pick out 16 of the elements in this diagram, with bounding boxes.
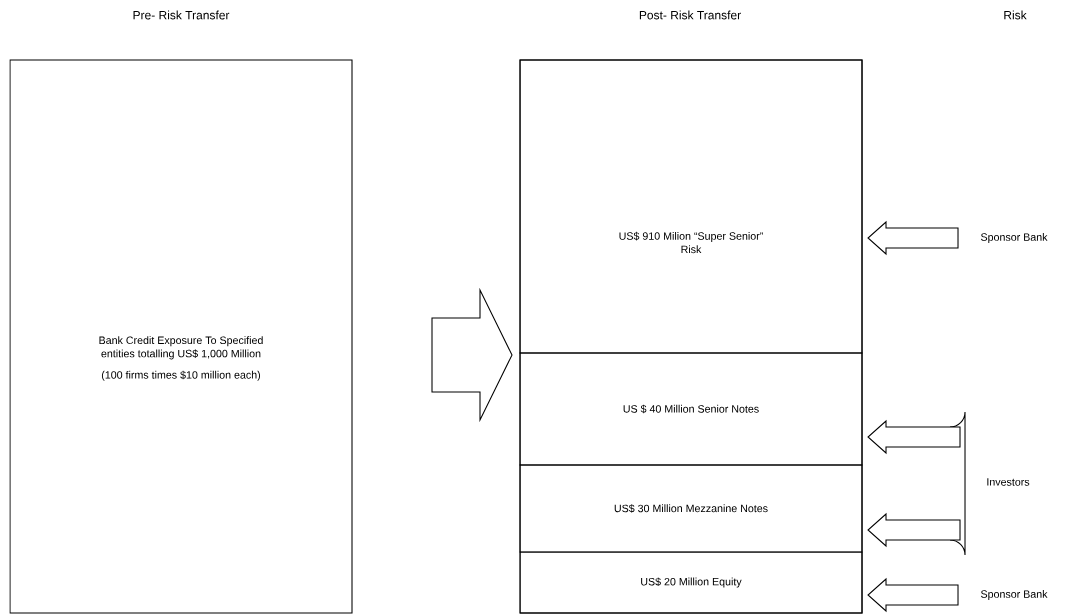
block-arrow	[867, 220, 959, 256]
tranche-box: US$ 30 Million Mezzanine Notes	[519, 464, 863, 553]
exposure-box: Bank Credit Exposure To Specified entities totalling US$ 1,000 Million (100 firms times $10 million each)	[9, 59, 353, 614]
column-heading: Risk	[1004, 10, 1027, 20]
block-arrow	[867, 512, 961, 548]
tranche-box: US$ 910 Milion “Super Senior” Risk	[519, 59, 863, 354]
party-label: Sponsor Bank	[981, 233, 1048, 243]
party-label: Sponsor Bank	[981, 590, 1048, 600]
column-heading: Pre- Risk Transfer	[133, 10, 230, 20]
tranche-box: US $ 40 Million Senior Notes	[519, 352, 863, 466]
column-heading: Post- Risk Transfer	[639, 10, 741, 20]
block-arrow	[867, 577, 959, 613]
tranche-box: US$ 20 Million Equity	[519, 551, 863, 614]
block-arrow	[867, 419, 961, 455]
block-arrow	[431, 287, 513, 423]
party-label: Investors	[987, 478, 1030, 486]
